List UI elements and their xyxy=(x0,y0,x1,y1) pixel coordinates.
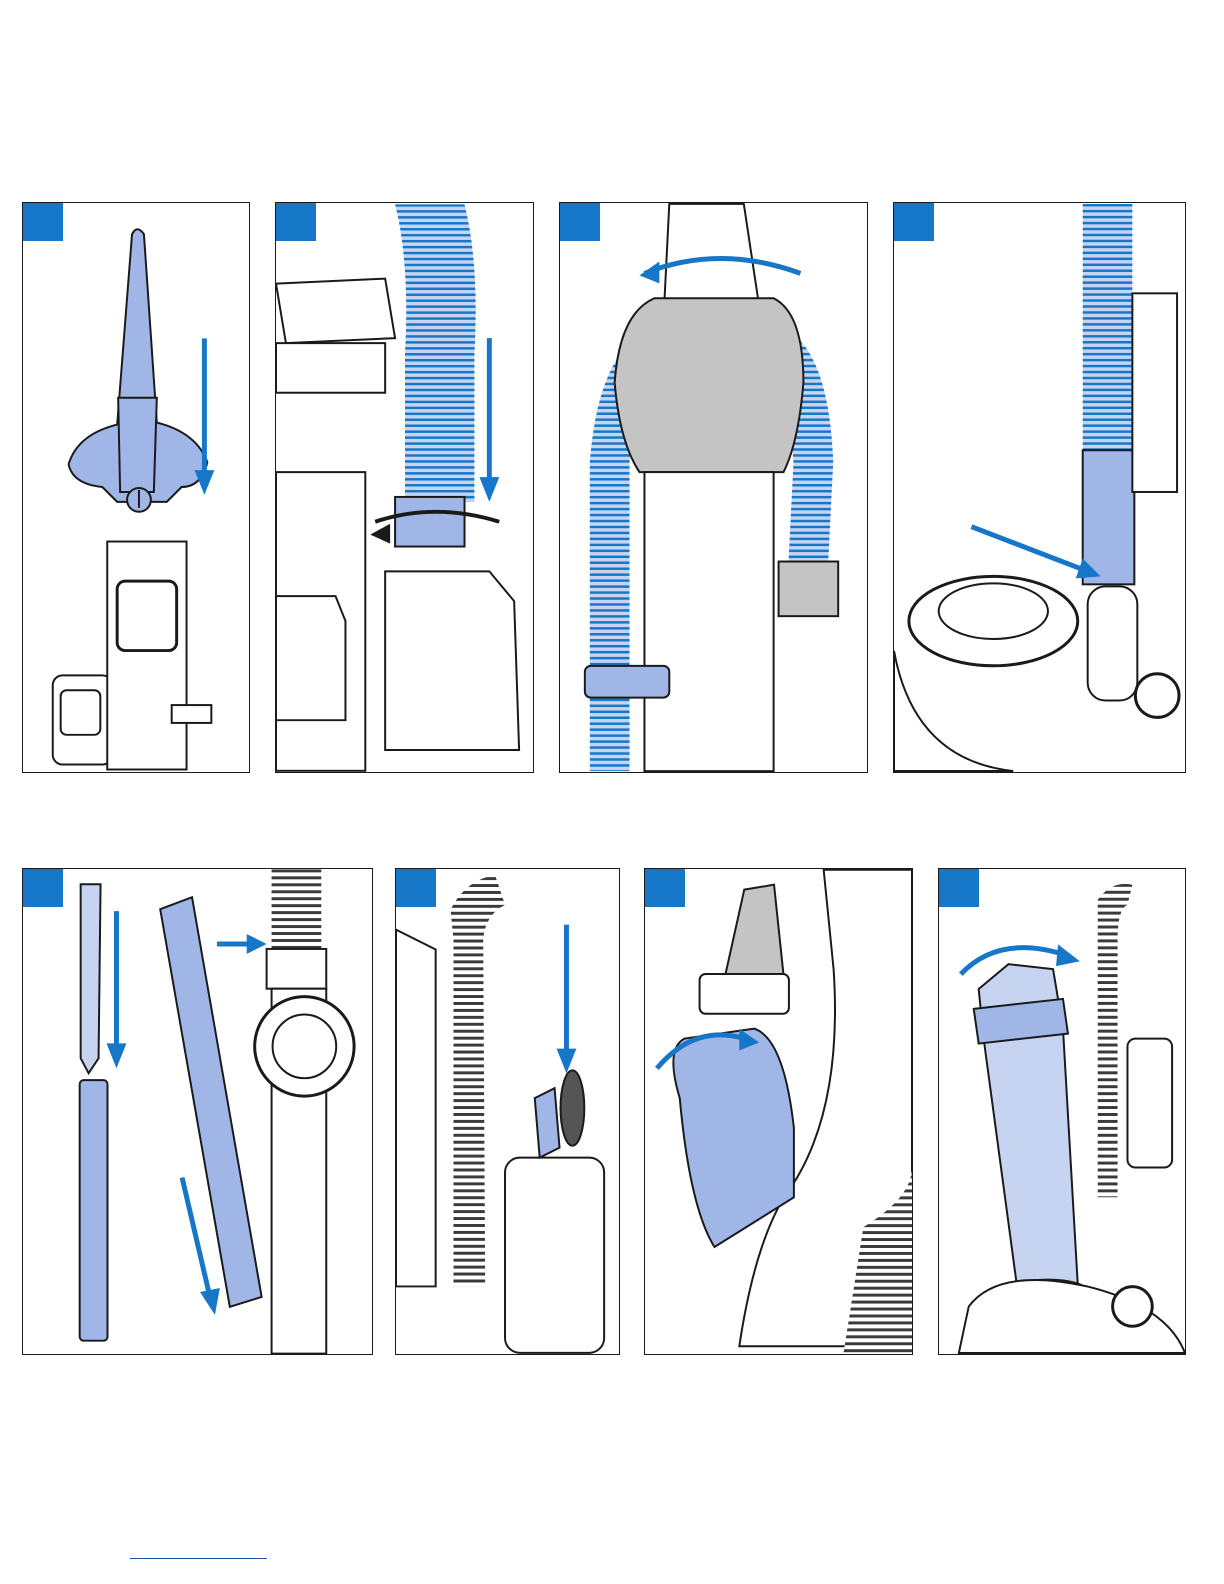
step-panel-8 xyxy=(938,868,1186,1355)
step-badge-1 xyxy=(23,203,63,241)
step-panel-3 xyxy=(559,202,868,773)
step-badge-5 xyxy=(23,869,63,907)
hose-cuff-illustration xyxy=(894,203,1185,772)
dust-cup-illustration xyxy=(939,869,1185,1354)
step-badge-7 xyxy=(645,869,685,907)
step-panel-2 xyxy=(275,202,534,773)
footer-rule xyxy=(130,1558,267,1559)
step-badge-4 xyxy=(894,203,934,241)
turbo-brush-illustration xyxy=(645,869,912,1354)
hose-connector-illustration xyxy=(276,203,533,772)
step-panel-6 xyxy=(395,868,620,1355)
step-badge-6 xyxy=(396,869,436,907)
dusting-brush-illustration xyxy=(396,869,619,1354)
step-badge-2 xyxy=(276,203,316,241)
crevice-tool-illustration xyxy=(23,203,249,772)
wand-assembly-illustration xyxy=(23,869,372,1354)
step-badge-3 xyxy=(560,203,600,241)
step-panel-4 xyxy=(893,202,1186,773)
step-badge-8 xyxy=(939,869,979,907)
step-panel-7 xyxy=(644,868,913,1355)
step-panel-1 xyxy=(22,202,250,773)
step-panel-5 xyxy=(22,868,373,1355)
hose-wrap-illustration xyxy=(560,203,867,772)
